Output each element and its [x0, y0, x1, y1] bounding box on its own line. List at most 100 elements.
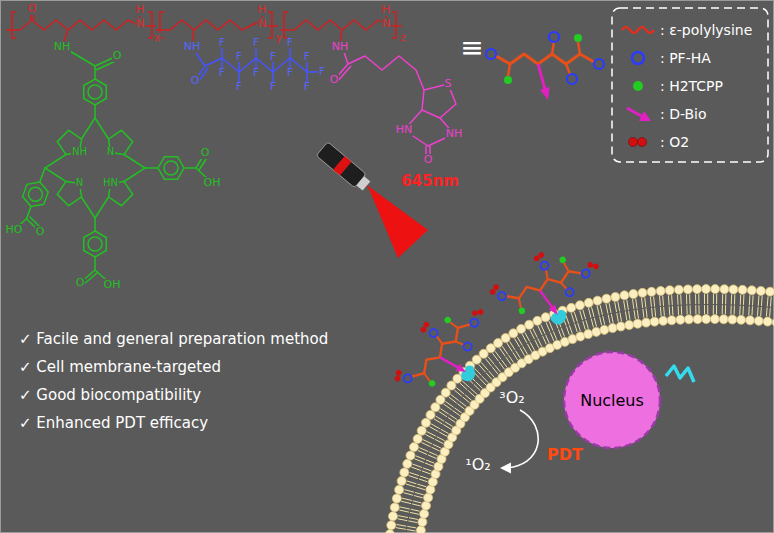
- lipid-tail: [757, 307, 759, 316]
- lipid-tail: [410, 512, 419, 514]
- lipid-tail: [588, 308, 591, 318]
- legend-text: : PF-HA: [660, 50, 711, 66]
- lipid-tail: [416, 487, 425, 490]
- lipid-head: [385, 530, 394, 533]
- lipid-tail: [427, 432, 436, 437]
- lipid-tail: [634, 310, 635, 319]
- lipid-tail: [618, 302, 620, 312]
- lipid-head: [747, 286, 756, 295]
- atom-label: H: [135, 4, 145, 16]
- lipid-tail: [615, 302, 617, 312]
- lipid-tail: [611, 314, 613, 323]
- lipid-tail: [769, 308, 771, 317]
- lipid-tail: [517, 337, 522, 346]
- lipid-tail: [600, 317, 602, 326]
- legend-text: : ε-polylysine: [660, 22, 752, 38]
- lipid-head: [403, 459, 412, 468]
- lipid-tail: [678, 306, 679, 315]
- lipid-tail: [761, 296, 763, 306]
- lipid-tail: [508, 355, 513, 362]
- lipid-tail: [686, 305, 687, 314]
- lipid-tail: [425, 463, 433, 466]
- legend-text: : D-Bio: [660, 106, 707, 122]
- subscript: z: [399, 33, 406, 44]
- dna-fragment: [666, 366, 694, 382]
- atom-label: F: [303, 52, 311, 63]
- lipid-tail: [558, 329, 561, 337]
- porphyrin-sample: [633, 81, 643, 91]
- atom-label: NH: [71, 147, 88, 158]
- lipid-tail: [470, 388, 477, 394]
- oxygen-label: ³O₂: [498, 390, 525, 407]
- lipid-tail: [636, 299, 637, 309]
- lipid-head: [756, 286, 765, 295]
- lipid-tail: [689, 294, 690, 304]
- lipid-head: [387, 521, 396, 530]
- lipid-tail: [713, 294, 714, 304]
- laser-wavelength: 645nm: [400, 174, 460, 190]
- lipid-tail: [583, 321, 585, 330]
- atom-label: O: [75, 277, 86, 289]
- atom-label: F: [303, 82, 311, 93]
- lipid-tail: [698, 294, 699, 304]
- atom-label: O: [200, 147, 211, 159]
- polylysine-backbone: [6, 12, 402, 44]
- lipid-tail: [404, 490, 414, 493]
- lipid-tail: [704, 294, 705, 304]
- lipid-head: [567, 303, 576, 312]
- lipid-tail: [459, 401, 466, 406]
- atom-label: NH: [445, 128, 464, 140]
- lipid-head: [710, 315, 719, 324]
- lipid-tail: [402, 498, 412, 500]
- lipid-head: [647, 287, 656, 296]
- lipid-head: [418, 517, 427, 526]
- process-label: PDT: [546, 447, 584, 464]
- lipid-tail: [396, 528, 406, 530]
- lipid-tail: [680, 295, 681, 305]
- oxygen-sample: [629, 138, 647, 147]
- lipid-tail: [748, 306, 750, 315]
- lipid-tails: [392, 294, 774, 533]
- lipid-tail: [546, 322, 550, 331]
- lipid-tail: [643, 309, 644, 318]
- lipid-head: [638, 288, 647, 297]
- lipid-tail: [743, 295, 744, 305]
- membrane-bound-polymer: [381, 287, 512, 418]
- lipid-head: [719, 315, 728, 324]
- lipid-tail: [415, 492, 424, 494]
- lipid-tail: [650, 297, 651, 307]
- atom-label: F: [286, 68, 294, 79]
- lipid-head: [711, 285, 720, 294]
- nucleus: Nucleus: [562, 350, 662, 450]
- lipid-tail: [437, 437, 445, 441]
- lipid-tail: [695, 294, 696, 304]
- lipid-tail: [637, 310, 638, 319]
- lipid-tail: [734, 295, 735, 305]
- atom-label: F: [252, 38, 260, 49]
- lipid-tail: [441, 429, 449, 433]
- lipid-tail: [433, 444, 441, 448]
- lipid-tail: [462, 381, 469, 388]
- lipid-head: [392, 494, 401, 503]
- lipid-head: [683, 285, 692, 294]
- lipid-tail: [620, 312, 622, 321]
- lipid-tail: [400, 507, 410, 509]
- lipid-tail: [488, 357, 494, 365]
- lipid-head: [693, 315, 702, 324]
- lipid-tail: [609, 303, 611, 313]
- pdt-arrow: [502, 410, 538, 468]
- lipid-tail: [662, 296, 664, 306]
- cell-membrane: [383, 285, 774, 533]
- lipid-tail: [758, 296, 760, 306]
- lipid-head: [616, 322, 625, 331]
- lipid-tail: [760, 307, 762, 316]
- lipid-tail: [428, 455, 436, 459]
- lipid-tail: [606, 304, 608, 314]
- lipid-tail: [482, 376, 488, 383]
- lipid-tail: [527, 344, 531, 352]
- lipid-tail: [740, 295, 741, 305]
- lipid-head: [763, 317, 772, 326]
- lipid-head: [593, 296, 602, 305]
- lipid-head: [611, 292, 620, 301]
- lipid-tail: [663, 307, 665, 316]
